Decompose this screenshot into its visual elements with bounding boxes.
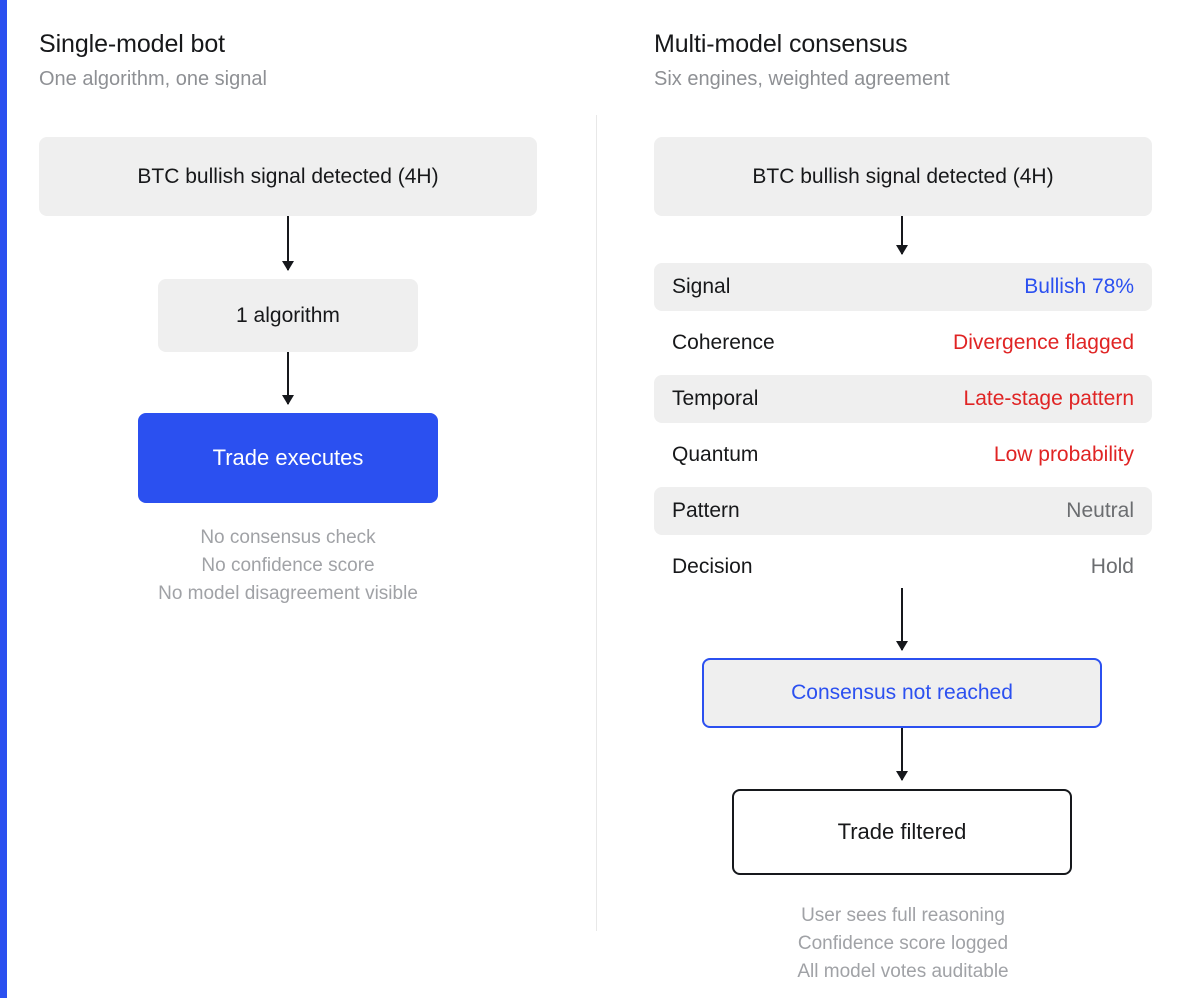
right-panel: Multi-model consensus Six engines, weigh… xyxy=(654,0,1152,92)
left-trade-executes-node: Trade executes xyxy=(138,413,438,503)
table-row: Coherence Divergence flagged xyxy=(654,319,1152,367)
right-panel-notes: User sees full reasoning Confidence scor… xyxy=(654,902,1152,986)
right-note-line: User sees full reasoning xyxy=(801,905,1005,926)
row-value: Neutral xyxy=(1066,499,1134,522)
row-label: Signal xyxy=(672,275,731,298)
table-row: Decision Hold xyxy=(654,543,1152,591)
left-arrow-signal-to-algorithm xyxy=(282,216,294,271)
row-value: Divergence flagged xyxy=(953,331,1134,354)
column-divider xyxy=(596,115,597,931)
row-value: Late-stage pattern xyxy=(963,387,1134,410)
left-panel-subtitle: One algorithm, one signal xyxy=(39,68,267,90)
table-row: Quantum Low probability xyxy=(654,431,1152,479)
left-algorithm-node: 1 algorithm xyxy=(158,279,418,352)
row-value: Bullish 78% xyxy=(1024,275,1134,298)
table-row: Signal Bullish 78% xyxy=(654,263,1152,311)
row-label: Coherence xyxy=(672,331,775,354)
left-accent-bar xyxy=(0,0,7,998)
right-arrow-signal-to-engines xyxy=(896,216,908,255)
right-note-line: All model votes auditable xyxy=(797,961,1009,982)
left-panel-notes: No consensus check No confidence score N… xyxy=(39,524,537,608)
left-note-line: No consensus check xyxy=(200,527,376,548)
left-panel-title: Single-model bot xyxy=(39,30,226,58)
left-panel: Single-model bot One algorithm, one sign… xyxy=(39,0,539,92)
engine-vote-table: Signal Bullish 78% Coherence Divergence … xyxy=(654,263,1152,599)
row-label: Quantum xyxy=(672,443,759,466)
right-arrow-consensus-to-filtered xyxy=(896,728,908,781)
right-panel-subtitle: Six engines, weighted agreement xyxy=(654,68,950,90)
row-label: Pattern xyxy=(672,499,740,522)
right-note-line: Confidence score logged xyxy=(797,933,1009,954)
row-label: Decision xyxy=(672,555,753,578)
row-value: Low probability xyxy=(993,443,1134,466)
row-value: Hold xyxy=(1090,555,1134,578)
left-arrow-algorithm-to-trade xyxy=(282,352,294,405)
right-signal-node: BTC bullish signal detected (4H) xyxy=(654,137,1152,216)
trade-filtered-node: Trade filtered xyxy=(732,789,1072,875)
right-arrow-engines-to-consensus xyxy=(896,588,908,651)
right-panel-title: Multi-model consensus xyxy=(654,30,908,58)
table-row: Pattern Neutral xyxy=(654,487,1152,535)
left-note-line: No model disagreement visible xyxy=(158,583,418,604)
row-label: Temporal xyxy=(672,387,759,410)
table-row: Temporal Late-stage pattern xyxy=(654,375,1152,423)
left-note-line: No confidence score xyxy=(201,555,375,576)
left-signal-node: BTC bullish signal detected (4H) xyxy=(39,137,537,216)
consensus-not-reached-node: Consensus not reached xyxy=(702,658,1102,728)
